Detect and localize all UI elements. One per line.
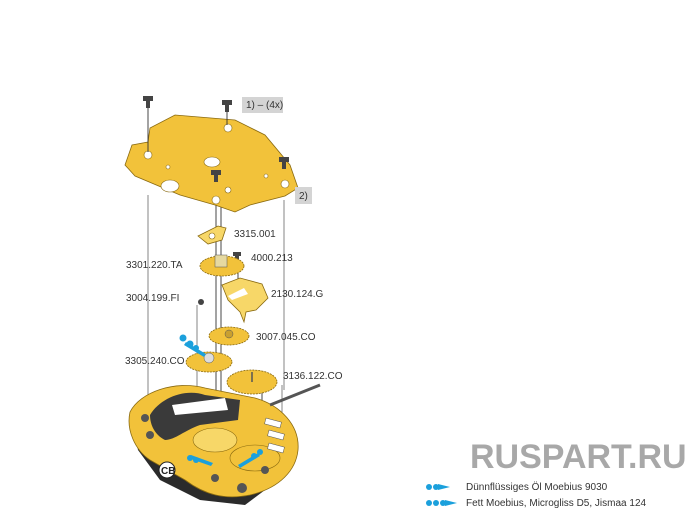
- part-label: 3136.122.CO: [283, 371, 343, 382]
- callout-note-2: 2): [295, 187, 312, 204]
- screw-icon: [279, 157, 289, 169]
- main-plate: CB: [128, 383, 321, 505]
- screw-icon: [143, 96, 153, 108]
- svg-text:1) – (4x): 1) – (4x): [246, 100, 283, 111]
- part-label: 4000.213: [251, 253, 293, 264]
- watermark: RUSPART.RU: [470, 438, 687, 476]
- part-label: 2130.124.G: [271, 289, 323, 300]
- oil-drops-3-icon: [426, 500, 457, 506]
- legend-grease-label: Fett Moebius, Microgliss D5, Jismaa 124: [466, 498, 647, 509]
- part-label: 3004.199.FI: [126, 293, 179, 304]
- bridge-plate: [124, 114, 299, 213]
- part-label: 3007.045.CO: [256, 332, 316, 343]
- screw-icon: [211, 170, 221, 182]
- part-label: 3301.220.TA: [126, 260, 183, 271]
- part-3004-199-FI: [198, 299, 204, 305]
- oil-application-icon: [179, 334, 206, 357]
- plate-mark: CB: [161, 466, 175, 477]
- part-2130-124-G: [221, 277, 269, 324]
- part-label: 3305.240.CO: [125, 356, 185, 367]
- legend: Dünnflüssiges Öl Moebius 9030 Fett Moebi…: [426, 481, 647, 509]
- parts: [179, 225, 278, 395]
- oil-drops-2-icon: [426, 484, 450, 490]
- screw-icon: [222, 100, 232, 112]
- screws: [143, 96, 289, 262]
- callout-screws-qty: 1) – (4x): [242, 97, 283, 113]
- part-label: 3315.001: [234, 229, 276, 240]
- legend-oil-label: Dünnflüssiges Öl Moebius 9030: [466, 481, 608, 493]
- svg-text:2): 2): [299, 191, 308, 202]
